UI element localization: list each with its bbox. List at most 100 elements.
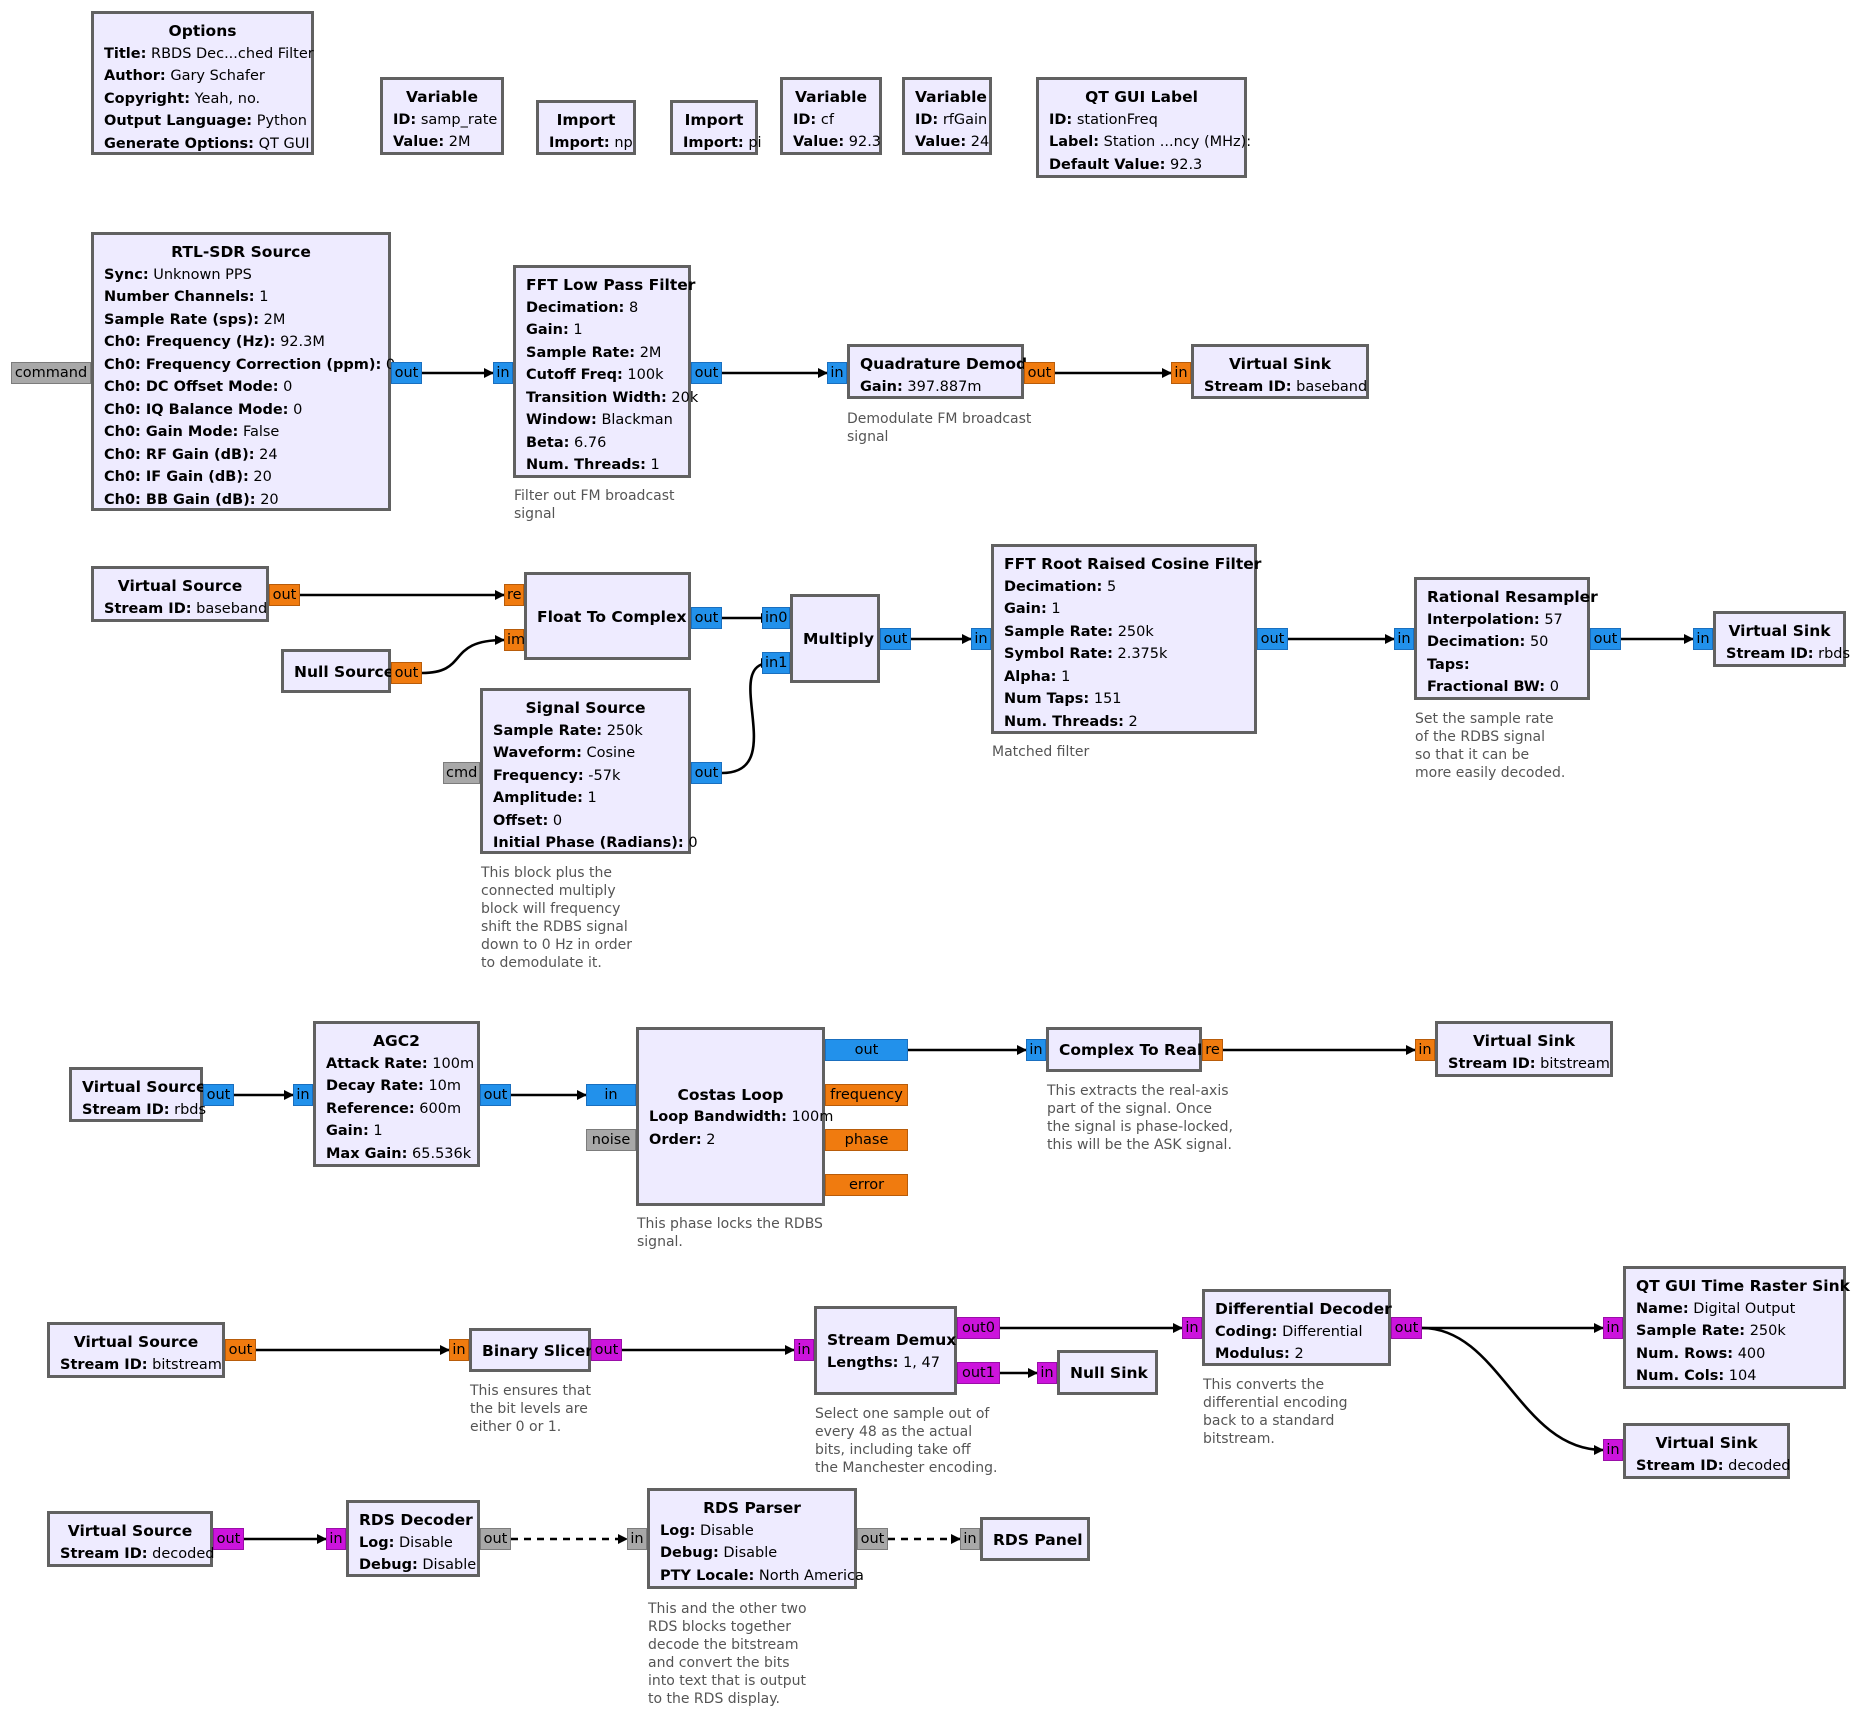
rds-decoder-out-port[interactable]: out: [480, 1528, 511, 1550]
resampler-out-port[interactable]: out: [1590, 628, 1621, 650]
lpf-in-port[interactable]: in: [493, 362, 513, 384]
raster-in-port[interactable]: in: [1603, 1317, 1623, 1339]
block-param: Name: Digital Output: [1636, 1298, 1833, 1321]
param-key: Ch0: DC Offset Mode:: [104, 379, 279, 395]
rrc-out-port[interactable]: out: [1257, 628, 1288, 650]
signal-source-out-port[interactable]: out: [691, 762, 722, 784]
block-param: Ch0: RF Gain (dB): 24: [104, 444, 378, 467]
costas-in-port[interactable]: in: [586, 1084, 636, 1106]
multiply-in0-port[interactable]: in0: [762, 607, 790, 629]
null-sink-block[interactable]: Null Sink: [1057, 1350, 1158, 1395]
vsrc-bitstream-out-port[interactable]: out: [225, 1339, 256, 1361]
lpf-out-port[interactable]: out: [691, 362, 722, 384]
param-value: 24: [970, 134, 990, 150]
multiply-out-port[interactable]: out: [880, 628, 911, 650]
vsrc-rbds-out-port[interactable]: out: [203, 1084, 234, 1106]
rds-decoder-in-port[interactable]: in: [326, 1528, 346, 1550]
rtl-out-port[interactable]: out: [391, 362, 422, 384]
null-source-block[interactable]: Null Source: [281, 649, 394, 693]
agc2-in-port[interactable]: in: [293, 1084, 313, 1106]
param-value: -57k: [588, 767, 621, 784]
f2c-re-port[interactable]: re: [504, 584, 524, 606]
demux-out1-port[interactable]: out1: [957, 1362, 1000, 1384]
block-param: ID: stationFreq: [1049, 109, 1234, 132]
diff-out-port[interactable]: out: [1391, 1317, 1422, 1339]
demod-in-port[interactable]: in: [827, 362, 847, 384]
resampler-in-port[interactable]: in: [1394, 628, 1414, 650]
vsrc-baseband-out-port[interactable]: out: [269, 584, 300, 606]
binary-slicer-block[interactable]: Binary Slicer: [469, 1328, 593, 1372]
signal-source-cmd-port[interactable]: cmd: [443, 762, 480, 784]
param-value: np: [614, 134, 633, 151]
rds-panel-in-port[interactable]: in: [960, 1528, 980, 1550]
vsink-decoded-in-port[interactable]: in: [1603, 1439, 1623, 1461]
rtl-command-port[interactable]: command: [11, 362, 91, 384]
costas-phase-port[interactable]: phase: [825, 1129, 908, 1151]
vsink-baseband-in-port[interactable]: in: [1171, 362, 1191, 384]
f2c-out-port[interactable]: out: [691, 607, 722, 629]
block-param: Amplitude: 1: [493, 787, 678, 810]
null-sink-in-port[interactable]: in: [1037, 1362, 1057, 1384]
c2r-re-port[interactable]: re: [1202, 1039, 1223, 1061]
costas-frequency-port[interactable]: frequency: [825, 1084, 908, 1106]
rrc-in-port[interactable]: in: [971, 628, 991, 650]
param-key: Sample Rate:: [493, 722, 603, 739]
multiply-block[interactable]: Multiply: [790, 594, 880, 683]
param-key: Stream ID:: [82, 1101, 170, 1118]
slicer-out-port[interactable]: out: [591, 1339, 622, 1361]
demux-out0-port[interactable]: out0: [957, 1317, 1000, 1339]
agc2-out-port[interactable]: out: [480, 1084, 511, 1106]
rds-parser-out-port[interactable]: out: [857, 1528, 888, 1550]
rds-panel-block[interactable]: RDS Panel: [980, 1517, 1090, 1561]
vsink-rbds-in-port[interactable]: in: [1693, 628, 1713, 650]
rds-parser-in-port[interactable]: in: [627, 1528, 647, 1550]
slicer-in-port[interactable]: in: [449, 1339, 469, 1361]
vsrc-decoded-out-port[interactable]: out: [213, 1528, 244, 1550]
complex-to-real-block[interactable]: Complex To Real: [1046, 1027, 1202, 1072]
vsink-bitstream-in-port[interactable]: in: [1415, 1039, 1435, 1061]
demux-in-port[interactable]: in: [794, 1339, 814, 1361]
c2r-in-port[interactable]: in: [1026, 1039, 1046, 1061]
diff-in-port[interactable]: in: [1182, 1317, 1202, 1339]
costas-error-port[interactable]: error: [825, 1174, 908, 1196]
costas-noise-port[interactable]: noise: [586, 1129, 636, 1151]
block-param: Num. Rows: 400: [1636, 1343, 1833, 1366]
f2c-im-port[interactable]: im: [504, 629, 525, 651]
block-title: Costas Loop: [677, 1085, 784, 1104]
demod-out-port[interactable]: out: [1024, 362, 1055, 384]
multiply-in1-port[interactable]: in1: [762, 652, 790, 674]
null-source-out-port[interactable]: out: [391, 662, 422, 684]
float-to-complex-block[interactable]: Float To Complex: [524, 572, 691, 660]
param-key: Stream ID:: [60, 1545, 148, 1562]
costas-out-port[interactable]: out: [825, 1039, 908, 1061]
wire-null-to-im: [421, 635, 505, 675]
